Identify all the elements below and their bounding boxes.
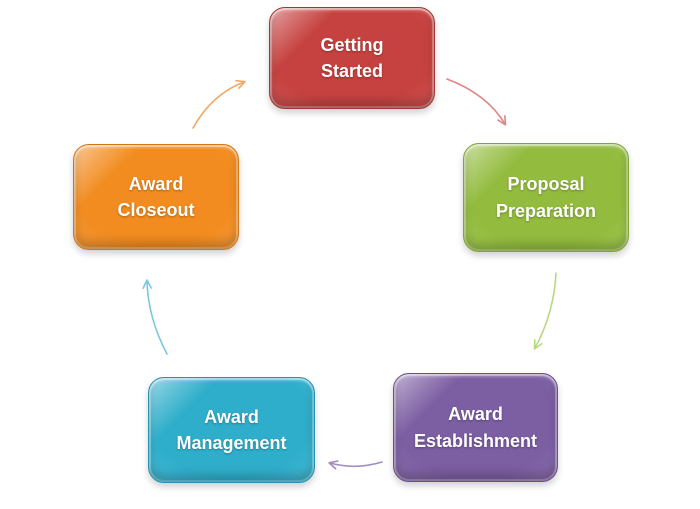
node-award-management-label: Award Management: [176, 406, 287, 453]
node-proposal-preparation-label: Proposal Preparation: [495, 174, 597, 221]
node-award-closeout: Award Closeout: [73, 144, 239, 250]
node-award-establishment-label: Award Establishment: [413, 404, 538, 451]
node-award-closeout-label: Award Closeout: [117, 173, 195, 220]
node-award-establishment: Award Establishment: [393, 373, 558, 482]
node-getting-started: Getting Started: [269, 7, 435, 109]
arrow-proposal-preparation-to-award-establishment: [533, 272, 557, 350]
arrow-award-management-to-award-closeout: [142, 279, 168, 355]
node-getting-started-label: Getting Started: [320, 34, 384, 81]
arrow-getting-started-to-proposal-preparation: [446, 78, 507, 126]
node-proposal-preparation: Proposal Preparation: [463, 143, 629, 252]
node-award-management: Award Management: [148, 377, 315, 483]
arrow-closeout-to-getting-started: [192, 79, 246, 129]
arrow-award-establishment-to-award-management: [328, 460, 383, 470]
